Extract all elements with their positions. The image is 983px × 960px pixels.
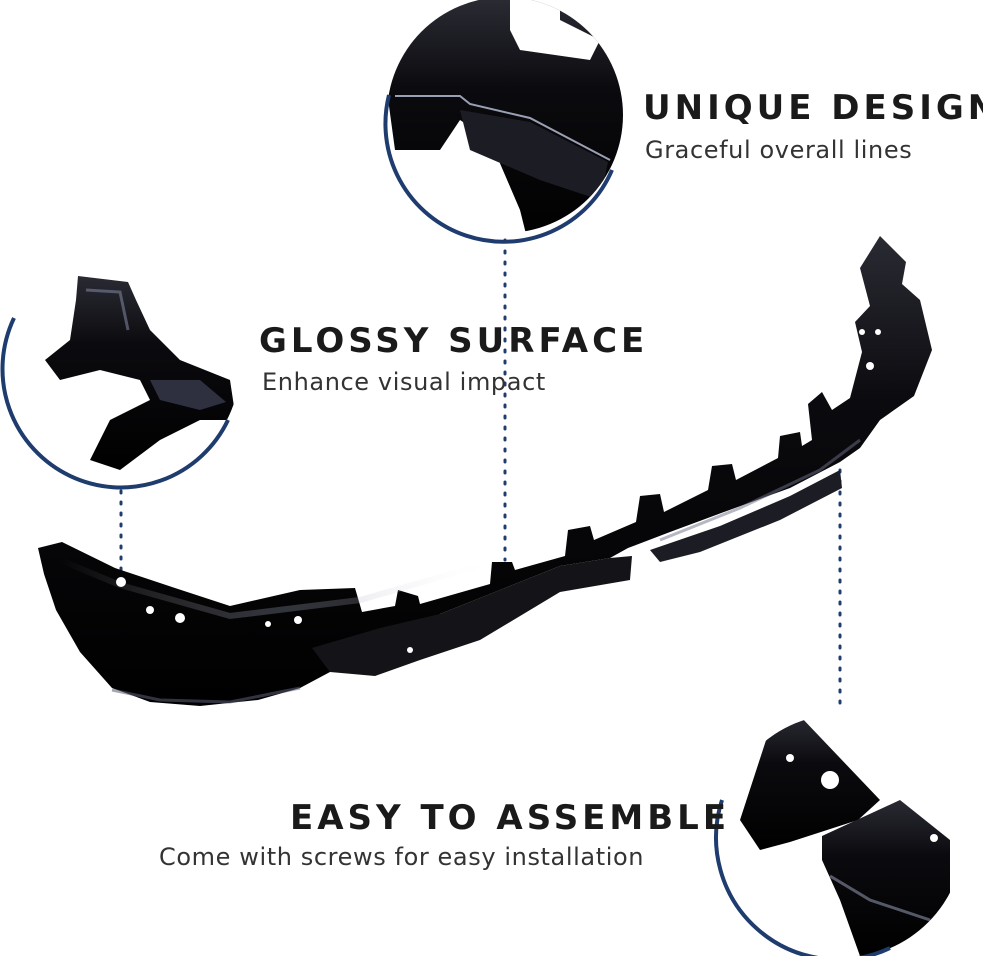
detail-circle-arc <box>383 94 614 244</box>
feature-subtitle-glossy-surface: Enhance visual impact <box>262 368 546 396</box>
detail-circle-easy-to-assemble <box>714 714 964 960</box>
feature-subtitle-unique-design: Graceful overall lines <box>645 136 913 164</box>
feature-subtitle-easy-to-assemble: Come with screws for easy installation <box>159 843 645 871</box>
detail-circle-glossy-surface <box>0 248 240 490</box>
detail-circle-arc <box>0 317 230 490</box>
leader-lines <box>119 238 842 707</box>
feature-title-glossy-surface: GLOSSY SURFACE <box>259 321 649 361</box>
front-lip-spoiler-image <box>38 236 932 706</box>
detail-circle-unique-design <box>383 0 623 244</box>
feature-title-easy-to-assemble: EASY TO ASSEMBLE <box>290 798 731 838</box>
feature-title-unique-design: UNIQUE DESIGN <box>643 88 983 128</box>
